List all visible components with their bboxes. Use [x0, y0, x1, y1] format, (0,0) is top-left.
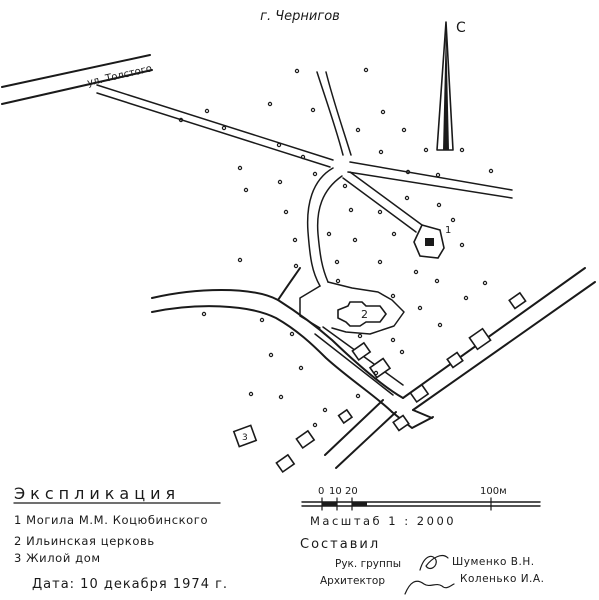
marker-house: 3	[242, 433, 248, 443]
legend-item-1: 1 Могила М.М. Коцюбинского	[14, 513, 208, 527]
trees	[178, 67, 494, 428]
north-arrow-icon	[436, 21, 454, 151]
signature-architect-icon	[404, 580, 455, 595]
buildings	[275, 291, 527, 474]
church-building	[337, 301, 387, 327]
legend-title: Экспликация	[14, 484, 180, 503]
legend-item-2: 2 Ильинская церковь	[14, 534, 155, 548]
architect-name: Коленько И.А.	[460, 573, 544, 585]
plan-date: Дата: 10 декабря 1974 г.	[32, 577, 228, 592]
architect-role: Архитектор	[320, 575, 385, 587]
city-title: г. Чернигов	[260, 9, 340, 24]
house-3	[232, 424, 258, 448]
north-label: С	[456, 20, 466, 36]
lead-name: Шуменко В.Н.	[452, 556, 535, 568]
scale-bar	[301, 497, 541, 511]
scale-tick-20: 20	[345, 486, 358, 497]
signature-lead-icon	[419, 554, 449, 571]
scale-tick-10: 10	[329, 486, 342, 497]
scale-tick-100: 100м	[480, 486, 507, 497]
lead-role: Рук. группы	[335, 558, 401, 570]
main-road	[151, 267, 596, 469]
scale-label: Масштаб 1 : 2000	[310, 514, 456, 528]
marker-church: 2	[361, 308, 368, 321]
scale-tick-0: 0	[318, 486, 324, 497]
compiled-label: Составил	[300, 537, 380, 552]
marker-grave: 1	[445, 225, 451, 236]
grave-plot	[413, 224, 445, 259]
legend-item-3: 3 Жилой дом	[14, 551, 101, 565]
street-tolstogo	[1, 54, 153, 105]
